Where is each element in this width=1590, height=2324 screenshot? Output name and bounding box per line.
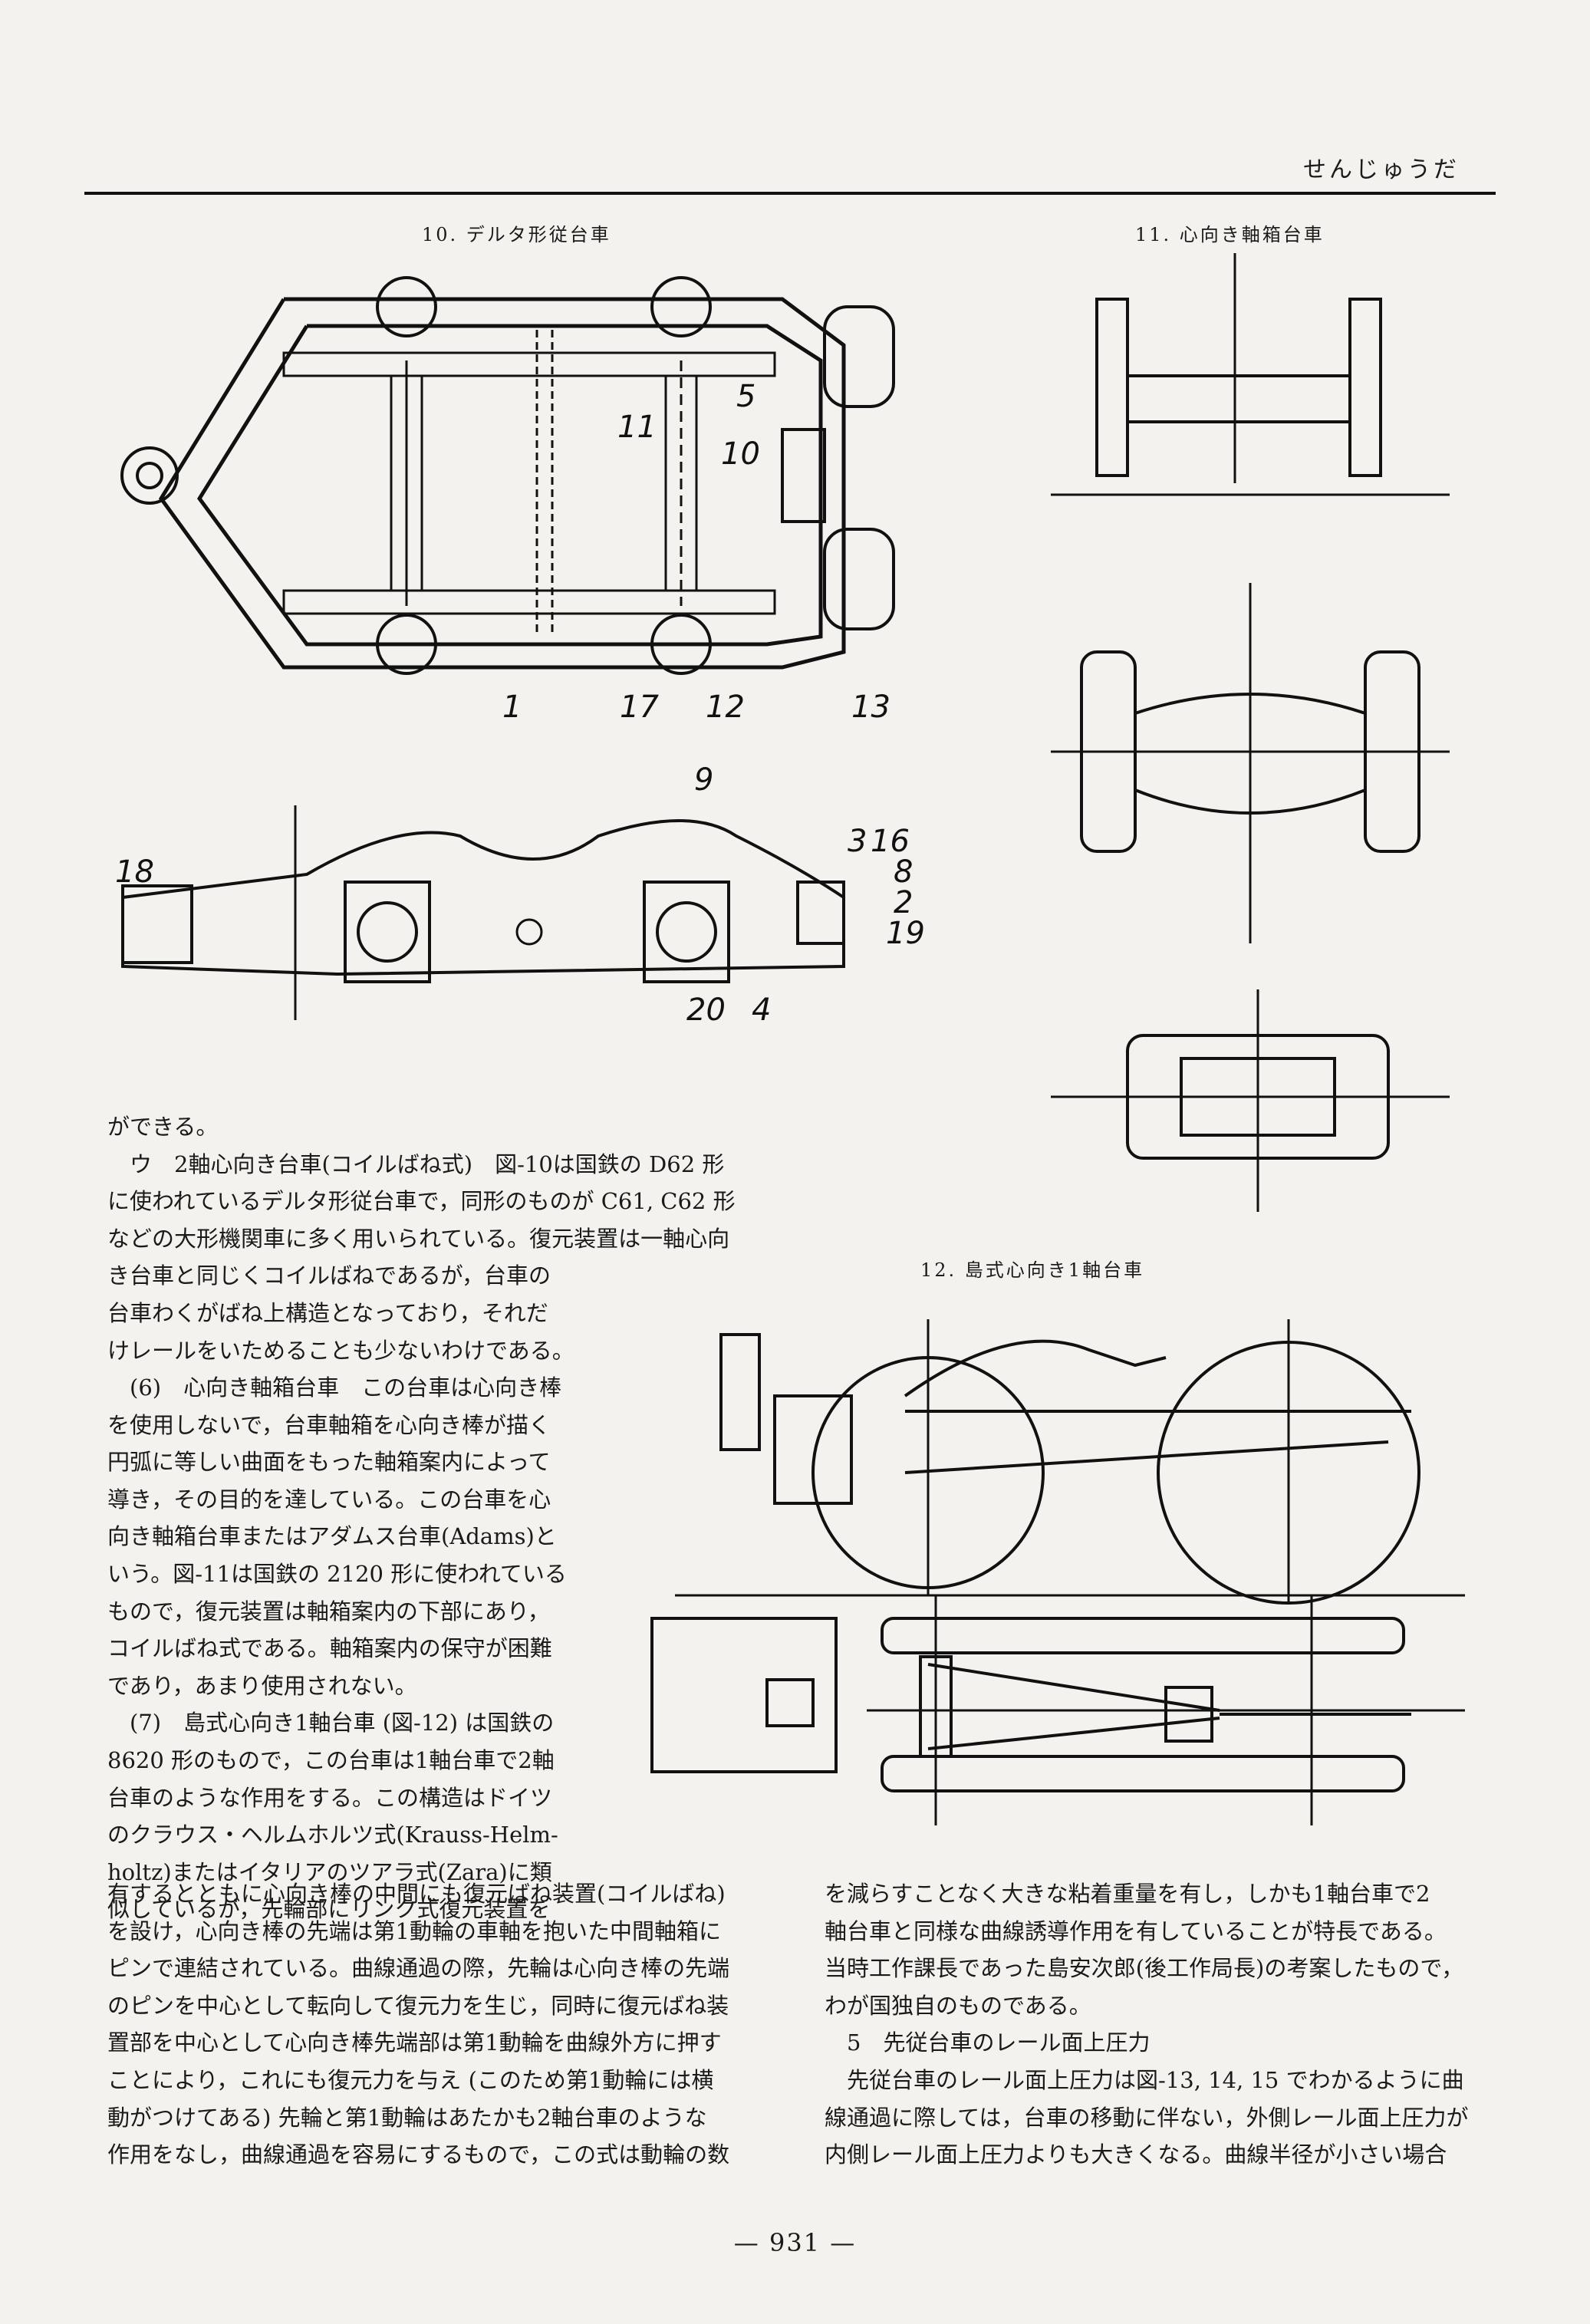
paragraph-2axle-truck-line-2: に使われているデルタ形従台車で，同形のものが C61, C62 形 bbox=[107, 1188, 736, 1215]
paragraph-right-line-1: を減らすことなく大きな粘着重量を有し，しかも1軸台車で2 bbox=[825, 1881, 1430, 1907]
paragraph-2axle-truck-line-3: などの大形機関車に多く用いられている。復元装置は一軸心向 bbox=[107, 1225, 730, 1252]
figure-12-plan-drawing bbox=[650, 1595, 1465, 1825]
paragraph-axlebox-truck-line-9: であり，あまり使用されない。 bbox=[107, 1672, 417, 1699]
paragraph-axlebox-truck-line-1: (6) 心向き軸箱台車 この台車は心向き棒 bbox=[130, 1374, 562, 1401]
paragraph-rail-pressure-line-2: 線通過に際しては，台車の移動に伴ない，外側レール面上圧力が bbox=[825, 2104, 1469, 2131]
figure-10-plan-drawing: 5 11 10 1 17 12 13 bbox=[120, 276, 895, 725]
paragraph-shima-cont-line-8: 作用をなし，曲線通過を容易にするもので，この式は動輪の数 bbox=[107, 2141, 730, 2168]
paragraph-shima-truck-line-5: holtz)またはイタリアのツアラ式(Zara)に類 bbox=[107, 1858, 552, 1885]
paragraph-2axle-truck-line-6: けレールをいためることも少ないわけである。 bbox=[107, 1337, 574, 1364]
figure-11-drawing bbox=[1051, 253, 1450, 1212]
fig10-label-1: 1 bbox=[502, 690, 522, 725]
fig10-label-3: 3 bbox=[848, 824, 867, 859]
paragraph-2axle-truck-line-1: ウ 2軸心向き台車(コイルばね式) 図-10は国鉄の D62 形 bbox=[130, 1150, 725, 1177]
section-heading-rail-pressure: 5 先従台車のレール面上圧力 bbox=[847, 2029, 1151, 2056]
running-header: せんじゅうだ bbox=[1303, 156, 1460, 183]
fig10-label-8: 8 bbox=[894, 854, 913, 890]
fig10-label-5: 5 bbox=[736, 379, 755, 414]
body-text-left-bottom: 有するとともに心向き棒の中間にも復元ばね装置(コイルばね) を設け，心向き棒の先… bbox=[107, 1875, 767, 2174]
fig10-label-16: 16 bbox=[871, 824, 910, 859]
fig10-label-19: 19 bbox=[886, 916, 925, 951]
figure-10-side-drawing: 9 3 16 18 8 2 19 20 4 bbox=[115, 762, 925, 1028]
paragraph-shima-cont-line-6: ことにより，これにも復元力を与え (このため第1動輪には横 bbox=[107, 2066, 714, 2093]
figure-10-caption: 10. デルタ形従台車 bbox=[422, 224, 611, 245]
body-text-left-narrow: (6) 心向き軸箱台車 この台車は心向き棒 を使用しないで，台車軸箱を心向き棒が… bbox=[107, 1369, 598, 1928]
fig10-label-4: 4 bbox=[752, 992, 771, 1028]
fig10-label-9: 9 bbox=[694, 762, 713, 798]
fig10-label-11: 11 bbox=[617, 410, 657, 445]
paragraph-shima-truck-line-6: 似しているが，先輪部にリンク式復元装置を bbox=[107, 1896, 551, 1923]
paragraph-axlebox-truck-line-7: もので，復元装置は軸箱案内の下部にあり， bbox=[107, 1598, 550, 1624]
paragraph-right-line-3: 当時工作課長であった島安次郎(後工作局長)の考案したもので， bbox=[825, 1955, 1464, 1982]
fig10-label-13: 13 bbox=[851, 690, 890, 725]
fig10-label-2: 2 bbox=[894, 885, 913, 920]
figure-12-elevation-drawing bbox=[675, 1319, 1465, 1605]
paragraph-shima-truck-line-3: 台車のような作用をする。この構造はドイツ bbox=[107, 1784, 553, 1811]
fig10-label-18: 18 bbox=[115, 854, 154, 890]
body-text-right: を減らすことなく大きな粘着重量を有し，しかも1軸台車で2 軸台車と同様な曲線誘導… bbox=[825, 1875, 1488, 2174]
header-rule bbox=[84, 192, 1496, 195]
paragraph-axlebox-truck-line-8: コイルばね式である。軸箱案内の保守が困難 bbox=[107, 1635, 552, 1662]
paragraph-rail-pressure-line-3: 内側レール面上圧力よりも大きくなる。曲線半径が小さい場合 bbox=[825, 2141, 1447, 2168]
paragraph-shima-truck-line-1: (7) 島式心向き1軸台車 (図-12) は国鉄の bbox=[130, 1710, 555, 1736]
body-text-left: ができる。 ウ 2軸心向き台車(コイルばね式) 図-10は国鉄の D62 形 に… bbox=[107, 1108, 767, 1369]
paragraph-shima-cont-line-2: を設け，心向き棒の先端は第1動輪の車軸を抱いた中間軸箱に bbox=[107, 1917, 722, 1944]
paragraph-axlebox-truck-line-3: 円弧に等しい曲面をもった軸箱案内によって bbox=[107, 1449, 551, 1476]
paragraph-shima-cont-line-4: のピンを中心として転向して復元力を生じ，同時に復元ばね装 bbox=[107, 1992, 729, 2019]
fig10-label-10: 10 bbox=[721, 436, 760, 472]
paragraph-2axle-truck-line-4: き台車と同じくコイルばねであるが，台車の bbox=[107, 1262, 551, 1289]
paragraph-shima-cont-line-7: 動がつけてある) 先輪と第1動輪はあたかも2軸台車のような bbox=[107, 2104, 707, 2131]
paragraph-shima-cont-line-1: 有するとともに心向き棒の中間にも復元ばね装置(コイルばね) bbox=[107, 1881, 726, 1907]
paragraph-shima-cont-line-5: 置部を中心として心向き棒先端部は第1動輪を曲線外方に押す bbox=[107, 2029, 722, 2056]
paragraph-axlebox-truck-line-4: 導き，その目的を達している。この台車を心 bbox=[107, 1486, 551, 1513]
paragraph-axlebox-truck-line-5: 向き軸箱台車またはアダムス台車(Adams)と bbox=[107, 1523, 557, 1550]
paragraph-continuation: ができる。 bbox=[107, 1114, 219, 1140]
paragraph-shima-truck-line-4: のクラウス・ヘルムホルツ式(Krauss-Helm- bbox=[107, 1822, 558, 1848]
figure-12-caption: 12. 島式心向き1軸台車 bbox=[920, 1259, 1145, 1281]
paragraph-right-line-2: 軸台車と同様な曲線誘導作用を有していることが特長である。 bbox=[825, 1917, 1447, 1944]
paragraph-shima-cont-line-3: ピンで連結されている。曲線通過の際，先輪は心向き棒の先端 bbox=[107, 1955, 730, 1982]
paragraph-axlebox-truck-line-6: いう。図-11は国鉄の 2120 形に使われている bbox=[107, 1560, 567, 1587]
page-number: — 931 — bbox=[733, 2228, 857, 2257]
paragraph-right-line-4: わが国独自のものである。 bbox=[825, 1992, 1091, 2019]
fig10-label-17: 17 bbox=[620, 690, 659, 725]
paragraph-axlebox-truck-line-2: を使用しないで，台車軸箱を心向き棒が描く bbox=[107, 1411, 551, 1438]
figure-11-caption: 11. 心向き軸箱台車 bbox=[1135, 224, 1325, 245]
paragraph-shima-truck-line-2: 8620 形のもので，この台車は1軸台車で2軸 bbox=[107, 1746, 555, 1773]
fig10-label-12: 12 bbox=[706, 690, 745, 725]
paragraph-2axle-truck-line-5: 台車わくがばね上構造となっており，それだ bbox=[107, 1299, 548, 1326]
paragraph-rail-pressure-line-1: 先従台車のレール面上圧力は図-13, 14, 15 でわかるように曲 bbox=[847, 2066, 1464, 2093]
fig10-label-20: 20 bbox=[686, 992, 726, 1028]
